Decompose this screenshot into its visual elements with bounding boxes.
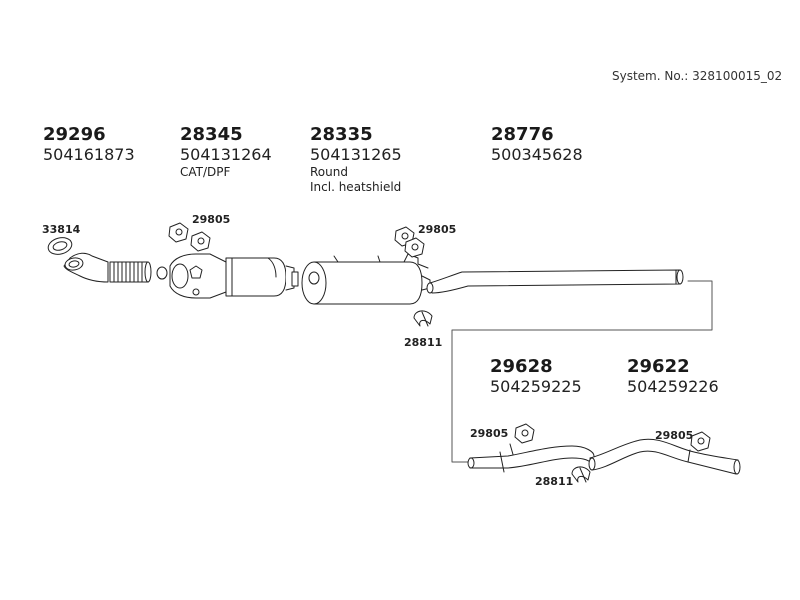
clamp-label: 28811 [535,475,574,488]
flange-ring [157,267,167,279]
clamp-28811 [414,311,432,326]
connection-line [452,281,712,462]
rubber-mount-label: 29805 [418,223,457,236]
front-pipe-29296 [64,253,151,282]
intermediate-pipe-28776 [427,270,683,293]
part-note: Incl. heatshield [310,180,402,194]
part-label-tail-pipe-front: 29628 504259225 [490,356,582,397]
rubber-mount-29805 [395,227,424,257]
part-note: CAT/DPF [180,165,231,179]
part-number: 28345 [180,124,243,145]
part-label-cat-dpf: 28345 504131264 CAT/DPF [180,124,272,180]
part-number: 28335 [310,124,373,145]
rubber-mount-label: 29805 [192,213,231,226]
oem-number: 504131265 [310,145,402,164]
clamp-label: 28811 [404,336,443,349]
clamp-28811 [572,467,590,482]
rubber-mount-29805 [169,223,210,251]
part-number: 29628 [490,356,553,377]
part-label-tail-pipe-rear: 29622 504259226 [627,356,719,397]
part-note: Round [310,165,348,179]
system-number: System. No.: 328100015_02 [612,69,783,83]
rubber-mount-label: 29805 [470,427,509,440]
part-number: 29622 [627,356,690,377]
rubber-mount-29805 [510,424,534,458]
oem-number: 504259225 [490,377,582,396]
part-number: 29296 [43,124,106,145]
part-label-middle-silencer: 28335 504131265 Round Incl. heatshield [310,124,402,195]
rubber-mount-label: 29805 [655,429,694,442]
oem-number: 500345628 [491,145,583,164]
gasket-33814 [46,235,73,257]
part-number: 28776 [491,124,554,145]
tail-pipe-29622 [589,439,740,474]
middle-silencer-28335 [302,254,430,304]
cat-dpf-28345 [170,254,298,298]
part-label-front-pipe: 29296 504161873 [43,124,135,165]
oem-number: 504259226 [627,377,719,396]
rubber-mount-29805 [688,432,710,462]
oem-number: 504131264 [180,145,272,164]
gasket-label: 33814 [42,223,81,236]
part-label-intermediate-pipe: 28776 500345628 [491,124,583,165]
oem-number: 504161873 [43,145,135,164]
